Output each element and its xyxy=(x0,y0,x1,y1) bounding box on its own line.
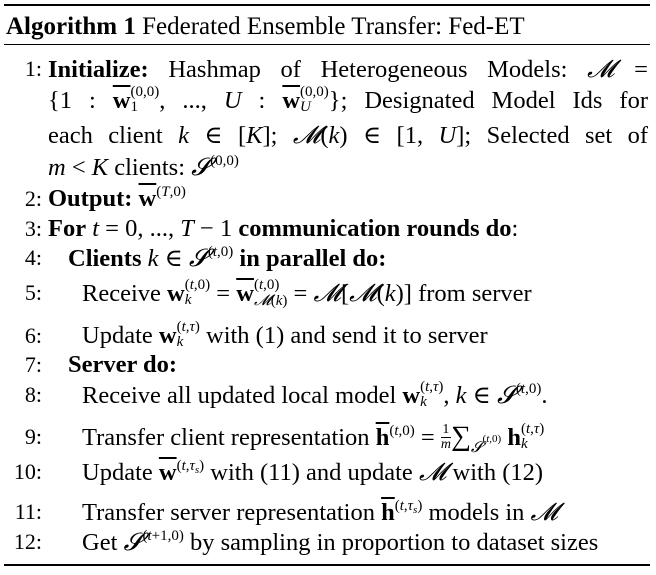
algorithm-line-1: Initialize: Hashmap of Heterogeneous Mod… xyxy=(48,54,648,83)
algorithm-line-12: Get 𝓢(t+1,0) by sampling in proportion t… xyxy=(82,527,599,556)
algorithm-title: Federated Ensemble Transfer: Fed-ET xyxy=(142,13,525,40)
line-number: 7: xyxy=(24,352,42,377)
algorithm-line-4: Clients k ∈ 𝓢(t,0) in parallel do: xyxy=(68,243,387,272)
line-number: 8: xyxy=(24,382,42,407)
algorithm-line-1d: m < K clients: 𝓢(0,0) xyxy=(48,152,239,181)
algorithm-line-9: Transfer client representation h(t,0) = … xyxy=(82,421,545,457)
algorithm-line-1c: each client k ∈ [K]; 𝓜(k) ∈ [1, U]; Sele… xyxy=(48,120,649,149)
algorithm-line-7: Server do: xyxy=(68,351,178,378)
line-number: 9: xyxy=(24,424,42,449)
algorithm-line-8: Receive all updated local model w(t,τ)k,… xyxy=(82,379,548,411)
line-number: 6: xyxy=(24,323,42,348)
algorithm-line-3: For t = 0, ..., T − 1 communication roun… xyxy=(48,215,519,242)
line-number: 4: xyxy=(24,245,42,270)
line-number: 2: xyxy=(24,186,42,211)
line-number: 11: xyxy=(14,499,42,524)
algorithm-line-11: Transfer server representation h(t,τs) m… xyxy=(82,497,558,526)
algorithm-line-1b: {1 : w(0,0)1, ..., U : w(0,0)U}; Designa… xyxy=(48,84,649,116)
line-number: 12: xyxy=(13,529,42,554)
caption-rule xyxy=(4,44,650,45)
line-number: 5: xyxy=(24,280,42,305)
line-number: 1: xyxy=(24,56,42,81)
algorithm-line-2: Output: w(T,0) xyxy=(48,184,186,213)
line-number: 3: xyxy=(24,216,42,241)
algorithm-line-6: Update w(t,τ)k with (1) and send it to s… xyxy=(82,319,488,351)
algorithm-label: Algorithm 1 xyxy=(6,13,136,40)
algorithm-caption: Algorithm 1 Federated Ensemble Transfer:… xyxy=(6,12,525,42)
top-rule xyxy=(4,4,650,6)
algorithm-line-5: Receive w(t,0)k = w(t,0)𝓜(k) = 𝓜[𝓜(k)] f… xyxy=(82,276,532,309)
algorithm-box: Algorithm 1 Federated Ensemble Transfer:… xyxy=(4,4,650,566)
bottom-rule xyxy=(4,564,650,566)
algorithm-line-10: Update w(t,τs) with (11) and update 𝓜 wi… xyxy=(82,457,544,486)
line-number: 10: xyxy=(13,459,42,484)
